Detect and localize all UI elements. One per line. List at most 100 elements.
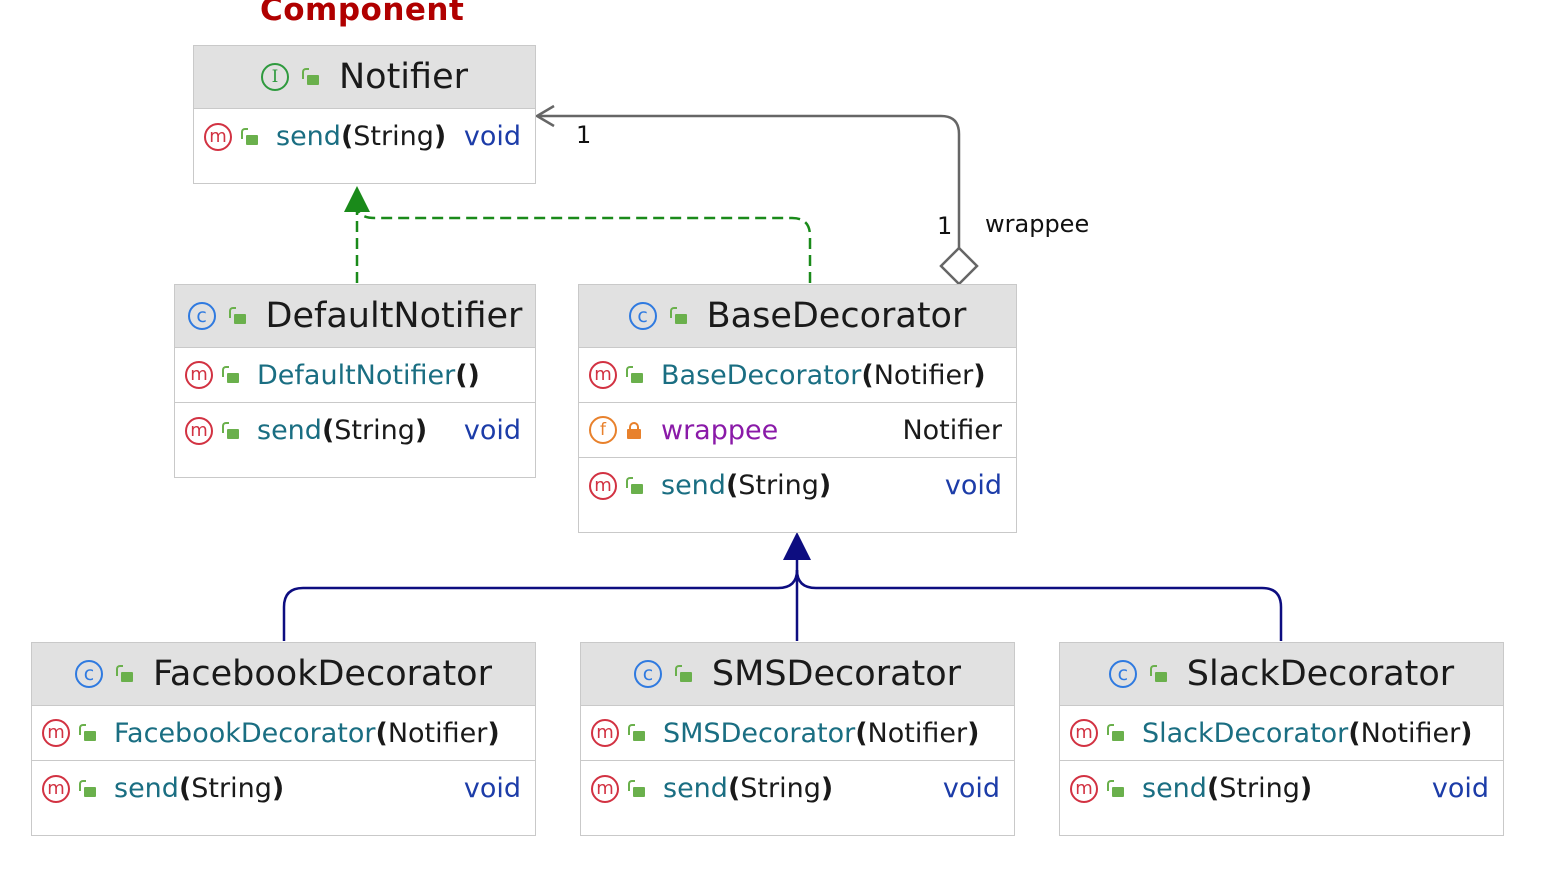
return-type: void: [944, 470, 1002, 501]
method-icon: m: [42, 719, 70, 747]
public-visibility-icon: [115, 664, 134, 684]
class-name: Notifier: [338, 57, 468, 97]
stereotype-label: Component: [260, 0, 465, 28]
method-name: DefaultNotifier: [257, 359, 456, 391]
method-params: (String): [1206, 773, 1313, 804]
method-row[interactable]: m send(String) void: [175, 403, 535, 458]
method-row[interactable]: m send(String) void: [1060, 761, 1503, 816]
param-type: Notifier: [873, 359, 974, 391]
class-icon: c: [628, 302, 657, 330]
method-name: SMSDecorator: [663, 717, 856, 749]
field-name: wrappee: [661, 414, 779, 446]
method-name: SlackDecorator: [1142, 717, 1349, 749]
return-type: void: [463, 415, 521, 446]
public-visibility-icon: [228, 306, 246, 326]
class-icon: c: [633, 660, 662, 688]
class-name: BaseDecorator: [706, 296, 967, 336]
public-visibility-icon: [1106, 723, 1124, 743]
method-icon: m: [1070, 774, 1098, 803]
method-params: (String): [340, 121, 447, 152]
method-params: (): [455, 359, 480, 391]
private-visibility-icon: [625, 420, 643, 440]
public-visibility-icon: [674, 664, 692, 684]
public-visibility-icon: [1149, 664, 1167, 684]
return-type: void: [463, 773, 521, 804]
method-icon: m: [1070, 719, 1098, 747]
aggregation-line: [538, 114, 961, 248]
class-header: c FacebookDecorator: [32, 643, 535, 706]
role-label: wrappee: [985, 210, 1090, 238]
realization-arrowhead: [344, 186, 370, 212]
method-params: (String): [321, 415, 428, 446]
public-visibility-icon: [627, 723, 645, 743]
public-visibility-icon: [221, 421, 239, 441]
param-type: Notifier: [867, 717, 968, 749]
method-name: send: [257, 415, 322, 446]
public-visibility-icon: [301, 67, 319, 87]
param-type: String: [1219, 773, 1300, 804]
class-icon: c: [75, 660, 104, 688]
aggregation-open-arrow: [534, 104, 555, 128]
param-type: Notifier: [1360, 717, 1461, 749]
param-type: String: [334, 415, 415, 446]
public-visibility-icon: [1106, 779, 1124, 799]
param-type: String: [353, 121, 434, 152]
param-type: Notifier: [387, 717, 488, 749]
method-params: (String): [178, 773, 285, 804]
public-visibility-icon: [669, 306, 687, 326]
multiplicity-source: 1: [937, 212, 953, 240]
method-icon: m: [589, 361, 617, 389]
class-header: c SMSDecorator: [581, 643, 1014, 706]
class-name: DefaultNotifier: [265, 296, 523, 336]
param-type: String: [738, 470, 819, 501]
method-icon: m: [589, 471, 617, 500]
method-icon: m: [591, 774, 619, 803]
class-icon: c: [1108, 660, 1137, 688]
public-visibility-icon: [78, 779, 96, 799]
return-type: void: [463, 121, 521, 152]
inheritance-line-slack: [795, 569, 1283, 641]
realization-line-base: [355, 204, 812, 283]
class-header: c BaseDecorator: [579, 285, 1016, 348]
return-type: void: [1431, 773, 1489, 804]
method-row[interactable]: m SlackDecorator(Notifier): [1060, 706, 1503, 761]
method-name: FacebookDecorator: [114, 717, 376, 749]
public-visibility-icon: [625, 365, 643, 385]
public-visibility-icon: [78, 723, 96, 743]
public-visibility-icon: [627, 779, 645, 799]
public-visibility-icon: [240, 127, 258, 147]
class-name: SMSDecorator: [711, 654, 962, 694]
method-params: (String): [727, 773, 834, 804]
method-icon: m: [591, 719, 619, 747]
return-type: void: [942, 773, 1000, 804]
aggregation-diamond: [939, 246, 979, 286]
method-icon: m: [185, 416, 213, 445]
param-type: String: [191, 773, 272, 804]
method-name: send: [114, 773, 179, 804]
param-type: String: [740, 773, 821, 804]
method-params: (Notifier): [1348, 717, 1473, 749]
class-name: FacebookDecorator: [153, 654, 492, 694]
method-icon: m: [185, 361, 213, 389]
method-row[interactable]: m DefaultNotifier(): [175, 348, 535, 403]
method-name: send: [1142, 773, 1207, 804]
inheritance-arrowhead: [783, 532, 811, 560]
public-visibility-icon: [221, 365, 239, 385]
